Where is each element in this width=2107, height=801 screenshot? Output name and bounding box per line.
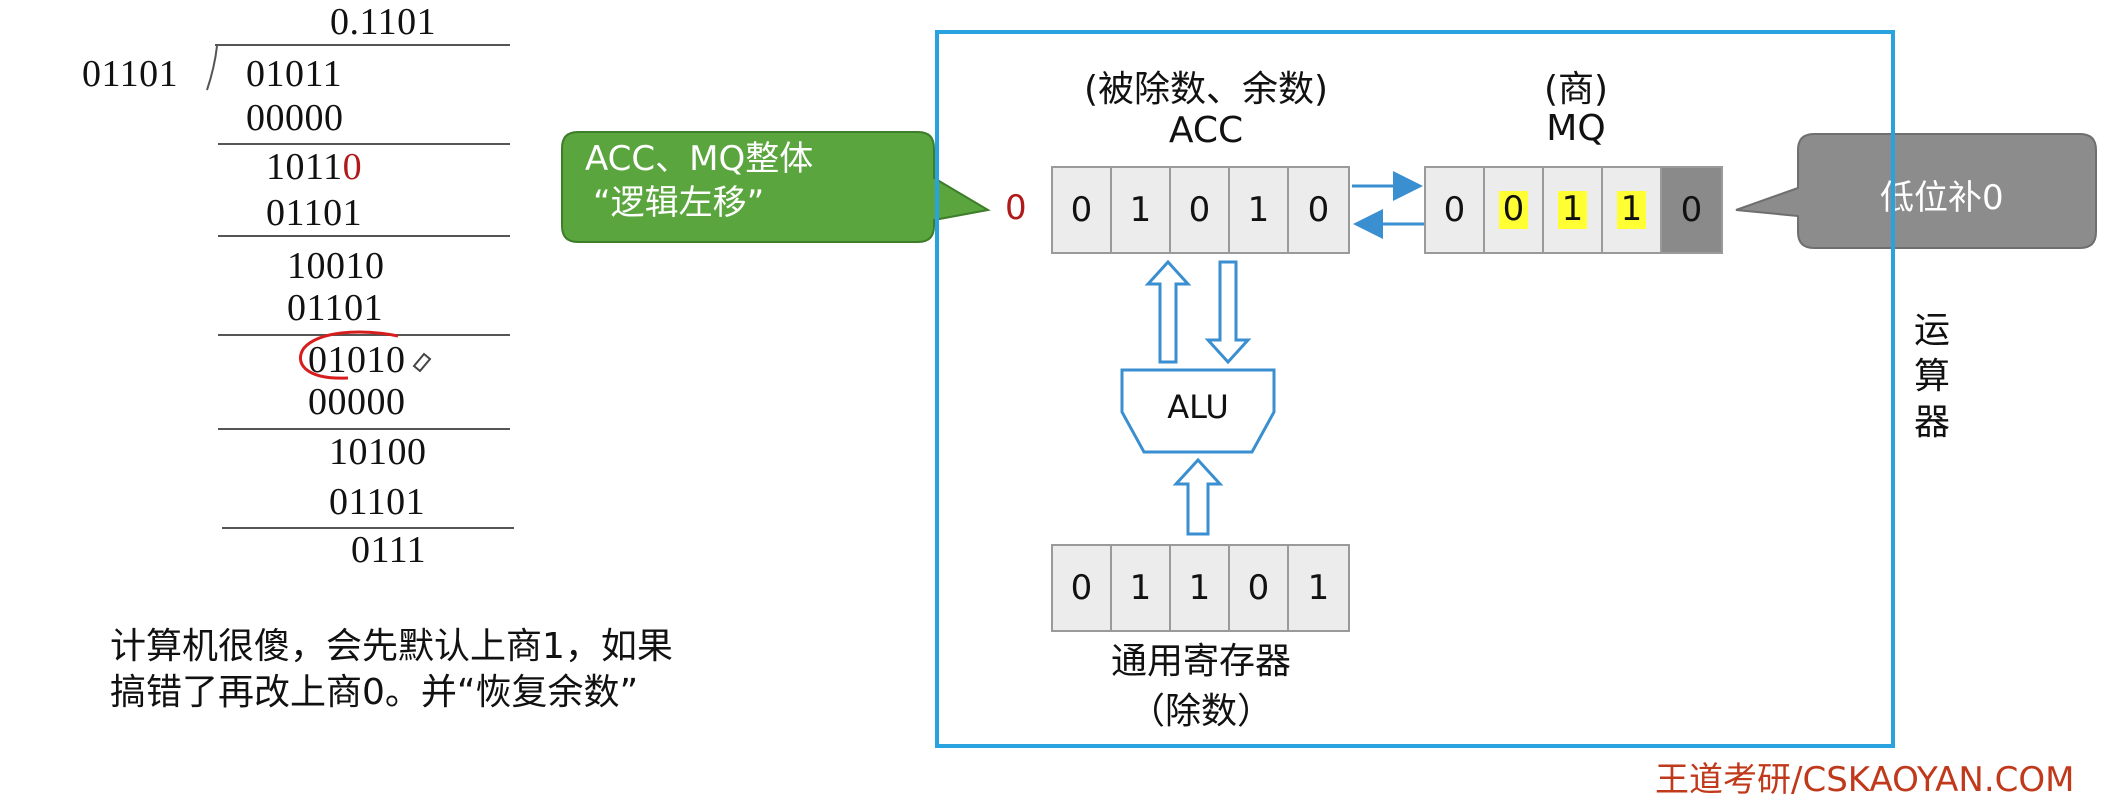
mq-bit-filled-zero: 0 [1662,168,1721,252]
acc-bit: 1 [1230,168,1289,252]
division-line-3: 10110 [266,146,363,188]
arithmetic-unit-frame [935,30,1895,748]
gpr-caption: （除数） [1128,691,1273,732]
division-line-4: 01101 [266,192,363,234]
division-rule [218,235,510,237]
explanation-note: 计算机很傻，会先默认上商1，如果 搞错了再改上商0。并“恢复余数” [110,624,673,716]
division-line-9: 10100 [329,431,427,473]
gpr-bit: 0 [1053,546,1112,630]
gpr-to-alu-arrow [1172,457,1224,536]
division-rule [218,334,510,336]
watermark: 王道考研/CSKAOYAN.COM [1655,760,2075,800]
acc-bit: 0 [1289,168,1348,252]
mq-bit-highlighted: 1 [1603,168,1662,252]
mq-caption: (商) [1543,69,1609,110]
division-bracket [206,45,218,91]
acc-name: ACC [1168,110,1244,151]
mq-register: 0 0 1 1 0 [1424,166,1723,254]
shift-callout-text: ACC、MQ整体 “逻辑左移” [585,139,814,223]
note-line-1: 计算机很傻，会先默认上商1，如果 [110,626,673,667]
gpr-bit: 1 [1112,546,1171,630]
acc-shifted-out-bit: 0 [1005,188,1027,228]
mq-bit-highlighted: 0 [1485,168,1544,252]
mq-bit-highlighted: 1 [1544,168,1603,252]
acc-to-alu-arrow [1204,260,1252,365]
quotient: 0.1101 [330,1,437,43]
division-rule [218,143,510,145]
arithmetic-unit-label: 运算器 [1913,310,1950,443]
division-line-5: 10010 [287,245,385,287]
mq-name: MQ [1546,108,1606,149]
division-line-2: 00000 [246,97,344,139]
division-line-1: 01011 [246,53,343,95]
division-line-6: 01101 [287,287,384,329]
alu-label: ALU [1167,388,1229,426]
red-circle-annotation [299,330,432,380]
mq-bit: 0 [1426,168,1485,252]
gpr-bit: 1 [1289,546,1348,630]
division-rule [222,527,514,529]
acc-register: 0 1 0 1 0 [1051,166,1350,254]
acc-bit: 1 [1112,168,1171,252]
general-register: 0 1 1 0 1 [1051,544,1350,632]
division-line-8: 00000 [308,381,406,423]
appended-bit: 0 [342,146,363,188]
acc-bit: 0 [1171,168,1230,252]
alu-to-acc-arrow [1144,259,1192,364]
fill-zero-callout-bubble [1735,133,2097,249]
division-bar [215,44,510,46]
acc-caption: (被除数、余数) [1083,69,1329,110]
division-remainder: 0111 [351,529,427,571]
gpr-name: 通用寄存器 [1110,641,1291,682]
division-rule [218,428,510,430]
gpr-bit: 1 [1171,546,1230,630]
shift-callout-bubble [561,131,991,243]
alu-shape [1120,368,1276,454]
gpr-bit: 0 [1230,546,1289,630]
fill-zero-callout-text: 低位补0 [1880,178,2004,218]
division-line-10: 01101 [329,481,426,523]
division-line-7: 01010 [308,339,406,381]
acc-bit: 0 [1053,168,1112,252]
note-line-2: 搞错了再改上商0。并“恢复余数” [110,672,639,713]
dataflow-arrows [1120,171,1424,536]
divisor: 01101 [82,53,179,95]
